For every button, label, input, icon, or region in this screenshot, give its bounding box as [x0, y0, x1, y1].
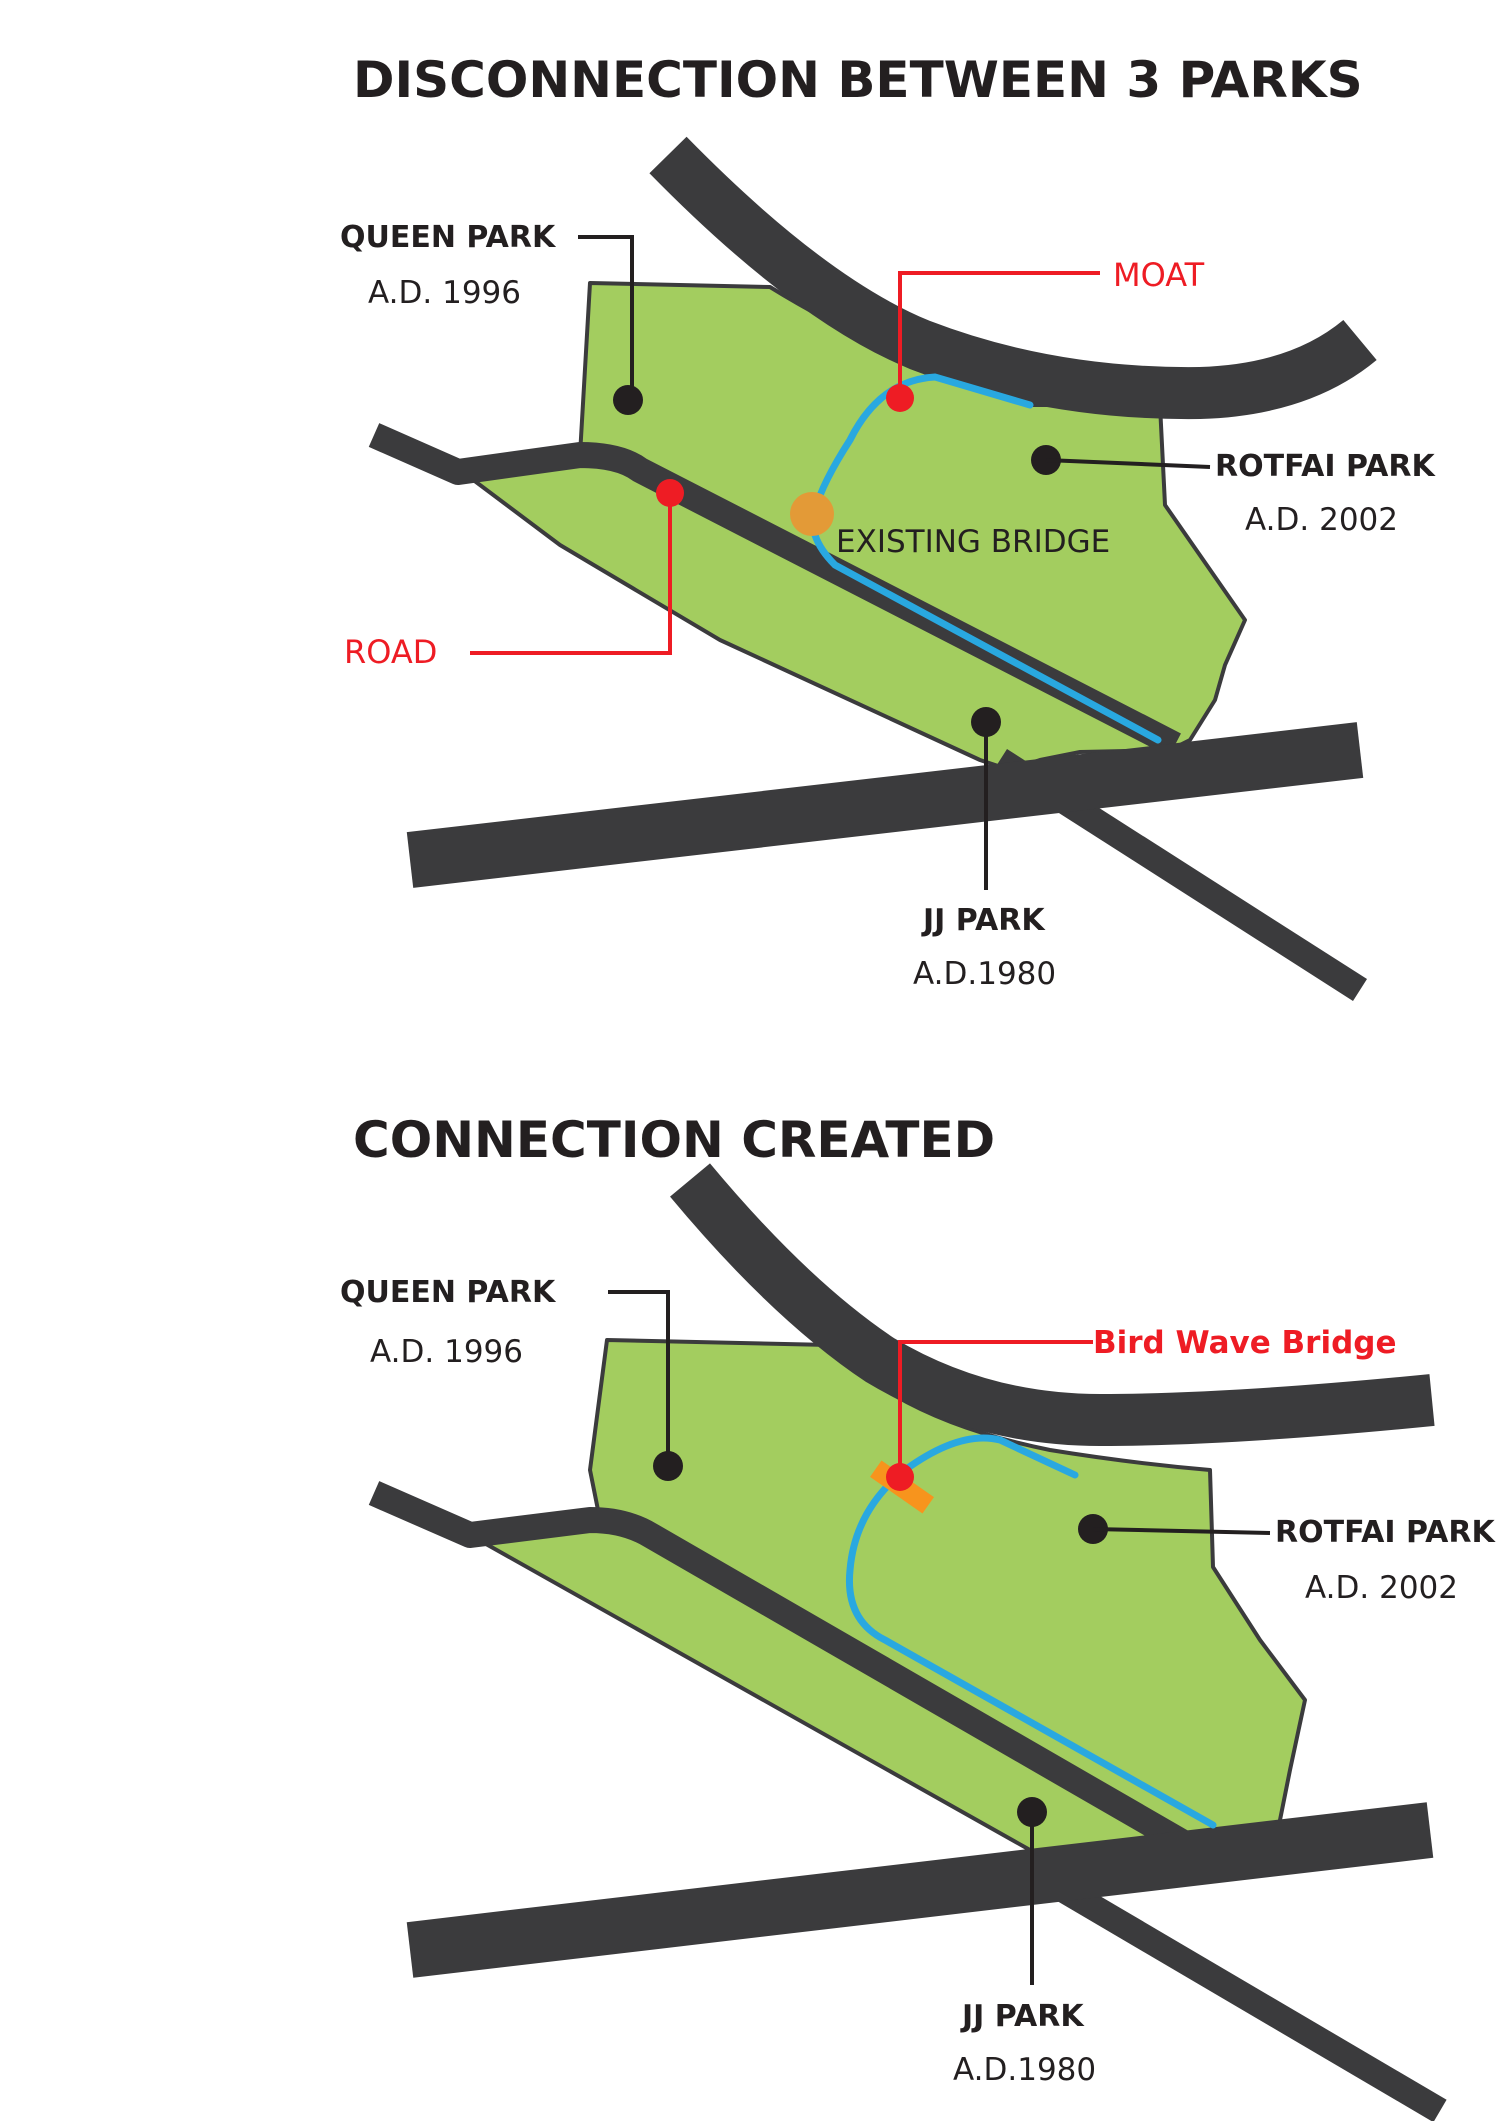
top-title: DISCONNECTION BETWEEN 3 PARKS: [353, 51, 1363, 109]
top-horizontal-road: [406, 722, 1364, 888]
top-diagram: DISCONNECTION BETWEEN 3 PARKS QUEEN PARK…: [340, 51, 1436, 1001]
top-queen-park-leader: [578, 235, 634, 400]
bottom-title: CONNECTION CREATED: [353, 1111, 995, 1169]
top-queen-park-label: QUEEN PARK: [340, 220, 557, 255]
bottom-diagonal-road: [368, 1481, 1220, 1872]
bottom-diagram: CONNECTION CREATED QUEEN PARK A.D. 1996 …: [340, 1111, 1496, 2121]
bottom-rotfai-park-year: A.D. 2002: [1305, 1570, 1458, 1606]
bottom-rotfai-park-label: ROTFAI PARK: [1275, 1515, 1496, 1550]
bottom-diagonal-road-lower: [1023, 1858, 1447, 2121]
bottom-bridge-label: Bird Wave Bridge: [1093, 1325, 1397, 1361]
top-road-label: ROAD: [344, 633, 437, 671]
bottom-horizontal-road: [406, 1802, 1434, 1978]
bottom-queen-park-leader: [608, 1290, 670, 1466]
bottom-moat: [845, 1434, 1217, 1829]
top-jj-park-year: A.D.1980: [913, 956, 1056, 992]
top-existing-bridge-marker: [790, 492, 834, 536]
top-queen-park-marker: [613, 385, 643, 415]
top-road-leader: [470, 493, 672, 655]
top-queen-park-year: A.D. 1996: [368, 275, 521, 311]
bottom-upper-road: [670, 1163, 1435, 1447]
bottom-rotfai-park-leader: [1092, 1527, 1271, 1535]
bottom-bridge-leader: [898, 1340, 1093, 1477]
top-existing-bridge-label: EXISTING BRIDGE: [836, 524, 1110, 560]
top-rotfai-park-leader: [1045, 458, 1211, 469]
bottom-jj-park-label: JJ PARK: [960, 1999, 1085, 2034]
bottom-jj-park-year: A.D.1980: [953, 2052, 1096, 2088]
top-moat-label: MOAT: [1113, 256, 1205, 294]
top-moat-leader: [898, 271, 1100, 398]
top-upper-road: [649, 136, 1377, 420]
top-rotfai-park-year: A.D. 2002: [1245, 502, 1398, 538]
top-jj-park-label: JJ PARK: [921, 903, 1046, 938]
top-rotfai-park-label: ROTFAI PARK: [1215, 449, 1436, 484]
bottom-queen-park-label: QUEEN PARK: [340, 1275, 557, 1310]
bottom-queen-park-year: A.D. 1996: [370, 1334, 523, 1370]
top-diagonal-road: [368, 423, 1181, 757]
